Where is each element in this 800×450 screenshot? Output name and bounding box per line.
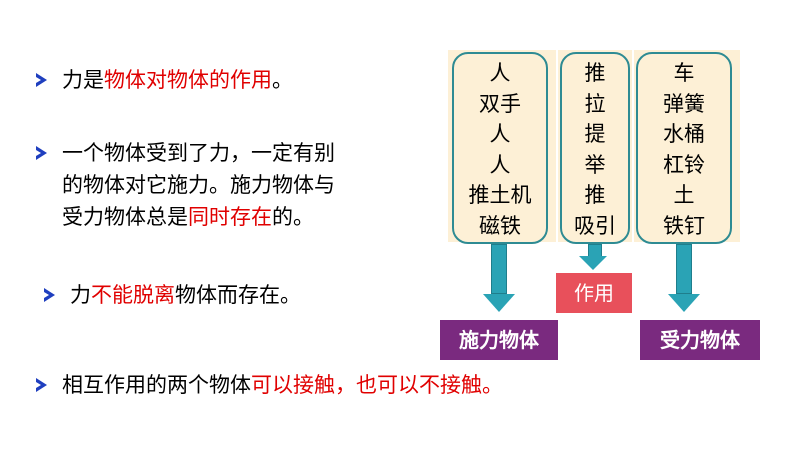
bullet-arrow-icon (36, 73, 47, 87)
action-item: 推 (584, 183, 606, 207)
action-item: 推 (584, 61, 606, 85)
receiver-column: 车 弹簧 水桶 杠铃 土 铁钉 (636, 52, 732, 244)
agent-item: 人 (489, 152, 511, 177)
agent-item: 人 (489, 61, 511, 85)
receiver-item: 杠铃 (663, 152, 705, 177)
bullet-4-highlight: 可以接触，也可以不接触。 (251, 373, 503, 397)
receiver-item: 弹簧 (663, 91, 705, 116)
action-item: 提 (584, 122, 606, 146)
bullet-1-highlight: 物体对物体的作用 (104, 68, 272, 92)
agent-item: 磁铁 (479, 213, 521, 238)
bullet-2: 一个物体受到了力，一定有别 的物体对它施力。施力物体与 受力物体总是同时存在的。 (36, 137, 426, 233)
bullet-arrow-icon (36, 146, 47, 160)
bullet-3-text: 力 (70, 283, 91, 307)
bullet-4-text: 相互作用的两个物体 (62, 373, 251, 397)
bullet-1-text: 力是 (62, 68, 104, 92)
bullet-2-line-1: 一个物体受到了力，一定有别 (62, 141, 335, 165)
agent-item: 人 (489, 122, 511, 146)
receiver-label-box: 受力物体 (640, 320, 760, 360)
bullet-2-highlight: 同时存在 (188, 205, 272, 229)
action-column: 推 拉 提 举 推 吸引 (560, 52, 630, 244)
agent-item: 推土机 (468, 183, 532, 207)
action-item: 拉 (584, 91, 606, 116)
bullet-arrow-icon (36, 378, 47, 392)
agent-column: 人 双手 人 人 推土机 磁铁 (452, 52, 548, 244)
agent-item: 双手 (479, 91, 521, 116)
agent-label-box: 施力物体 (440, 320, 558, 360)
bullet-3-highlight: 不能脱离 (91, 283, 175, 307)
bullet-4: 相互作用的两个物体可以接触，也可以不接触。 (36, 369, 503, 401)
bullet-3: 力不能脱离物体而存在。 (44, 279, 301, 311)
arrow-down-icon (483, 244, 515, 312)
bullet-2-end: 的。 (272, 205, 314, 229)
bullet-2-line-3: 受力物体总是 (62, 205, 188, 229)
arrow-down-icon (668, 244, 700, 312)
arrow-down-icon (579, 244, 610, 274)
receiver-item: 车 (673, 61, 695, 85)
action-item: 吸引 (574, 213, 616, 238)
receiver-item: 土 (673, 183, 695, 207)
bullet-1: 力是物体对物体的作用。 (36, 64, 293, 96)
action-item: 举 (584, 152, 606, 177)
receiver-item: 水桶 (663, 122, 705, 146)
action-label-box: 作用 (556, 273, 632, 313)
bullet-2-line-2: 的物体对它施力。施力物体与 (62, 173, 335, 197)
bullet-1-end: 。 (272, 68, 293, 92)
bullet-3-end: 物体而存在。 (175, 283, 301, 307)
receiver-item: 铁钉 (663, 213, 705, 238)
bullet-arrow-icon (44, 288, 55, 302)
